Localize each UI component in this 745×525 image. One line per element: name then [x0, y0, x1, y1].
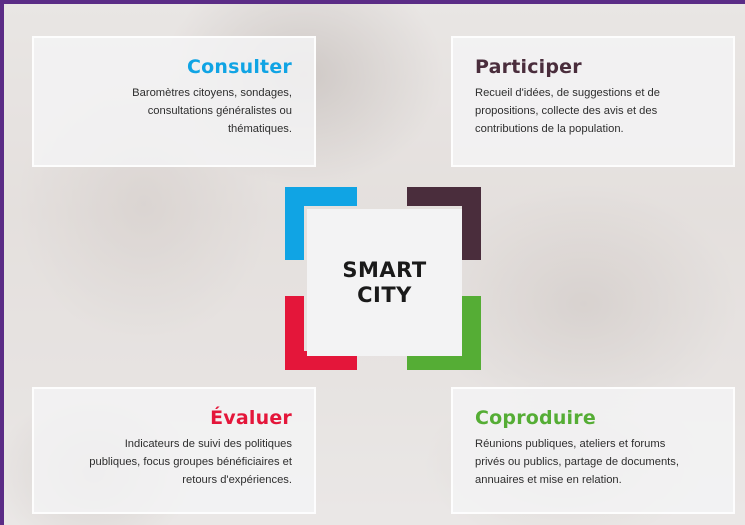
bracket-top-right: [407, 187, 481, 260]
evaluer-title: Évaluer: [210, 407, 292, 429]
bracket-top-left: [285, 187, 357, 260]
coproduire-description: Réunions publiques, ateliers et forums p…: [475, 438, 679, 486]
card-consulter: Consulter Baromètres citoyens, sondages,…: [32, 36, 316, 167]
card-evaluer: Évaluer Indicateurs de suivi des politiq…: [32, 387, 316, 514]
smart-city-logo-center: SMART CITY: [307, 209, 462, 356]
participer-description: Recueil d'idées, de suggestions et de pr…: [475, 87, 660, 135]
consulter-title: Consulter: [186, 56, 292, 78]
smart-city-line-2: CITY: [357, 282, 412, 307]
consulter-description: Baromètres citoyens, sondages, consultat…: [132, 87, 292, 135]
card-coproduire: Coproduire Réunions publiques, ateliers …: [451, 387, 735, 514]
smart-city-label: SMART CITY: [342, 258, 426, 308]
smart-city-line-1: SMART: [342, 257, 427, 282]
evaluer-description: Indicateurs de suivi des politiques publ…: [89, 438, 292, 486]
coproduire-title: Coproduire: [475, 407, 596, 429]
participer-title: Participer: [475, 56, 582, 78]
card-participer: Participer Recueil d'idées, de suggestio…: [451, 36, 735, 167]
